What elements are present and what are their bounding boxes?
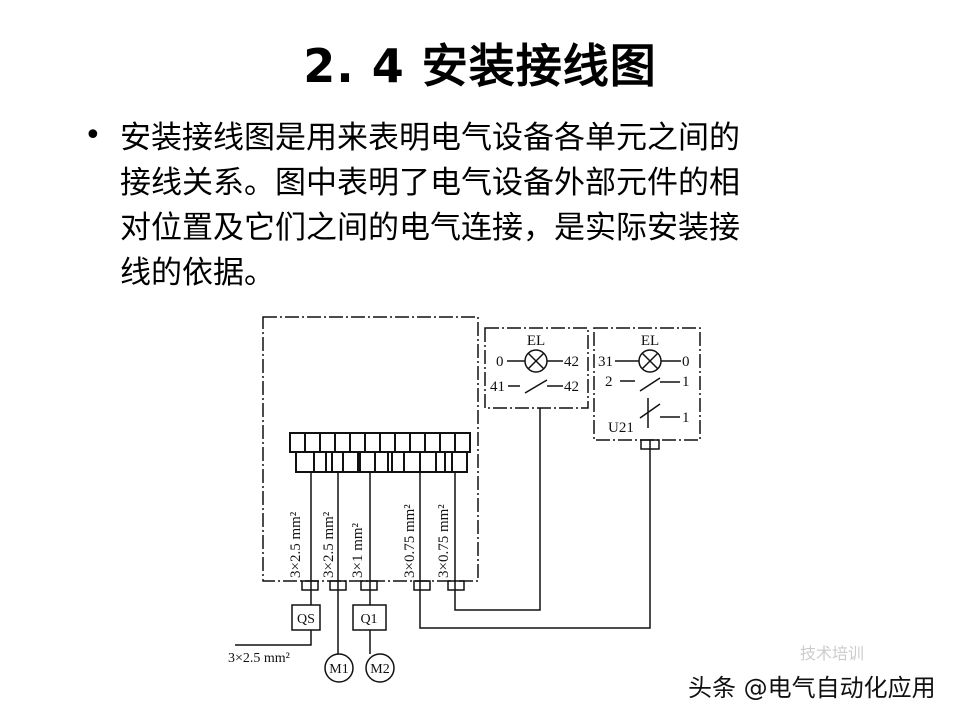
svg-text:M1: M1 [329, 662, 348, 677]
cable-label: 3×2.5 mm² [321, 511, 337, 578]
slide-title: 2. 4 安装接线图 [303, 39, 657, 93]
cable-label: 3×0.75 mm² [436, 504, 452, 578]
svg-text:QS: QS [297, 612, 315, 627]
supply-label: 3×2.5 mm² [228, 651, 290, 666]
cable-label: 3×1 mm² [350, 522, 366, 578]
cable-labels: 3×2.5 mm² 3×2.5 mm² 3×1 mm² 3×0.75 mm² 3… [228, 504, 452, 666]
bottom-connectors [301, 580, 465, 591]
body-line: 接线关系。图中表明了电气设备外部元件的相 [120, 165, 740, 201]
motor-m1: M1 [324, 653, 354, 683]
lamp-box-1: EL 0 42 41 42 [484, 327, 589, 409]
svg-text:0: 0 [682, 354, 690, 370]
bullet-marker: • [84, 118, 102, 153]
svg-text:M2: M2 [370, 662, 389, 677]
svg-text:42: 42 [564, 354, 579, 370]
wires [235, 408, 651, 654]
svg-text:EL: EL [527, 333, 545, 349]
motor-m2: M2 [365, 653, 395, 683]
svg-text:2: 2 [605, 374, 613, 390]
svg-text:1: 1 [682, 374, 690, 390]
svg-text:31: 31 [598, 354, 613, 370]
cable-label: 3×0.75 mm² [402, 504, 418, 578]
watermark: 头条 @电气自动化应用 [688, 674, 936, 702]
body-line: 对位置及它们之间的电气连接，是实际安装接 [120, 210, 740, 246]
terminal-strip [289, 432, 471, 473]
q1-switch: Q1 [352, 604, 387, 631]
body-line: 安装接线图是用来表明电气设备各单元之间的 [120, 120, 740, 156]
svg-text:1: 1 [682, 410, 690, 426]
svg-text:EL: EL [641, 333, 659, 349]
svg-text:U21: U21 [608, 420, 634, 436]
svg-text:Q1: Q1 [360, 612, 377, 627]
qs-switch: QS [291, 604, 321, 631]
cable-label: 3×2.5 mm² [288, 511, 304, 578]
control-cabinet [262, 316, 479, 582]
lamp-box-2: EL 31 0 2 1 1 U21 [593, 327, 701, 450]
body-line: 线的依据。 [120, 255, 275, 291]
watermark-subtext: 技术培训 [800, 644, 865, 663]
svg-text:42: 42 [564, 379, 579, 395]
svg-text:41: 41 [490, 379, 505, 395]
svg-text:0: 0 [496, 354, 504, 370]
bullet-text: 安装接线图是用来表明电气设备各单元之间的 接线关系。图中表明了电气设备外部元件的… [120, 116, 880, 296]
